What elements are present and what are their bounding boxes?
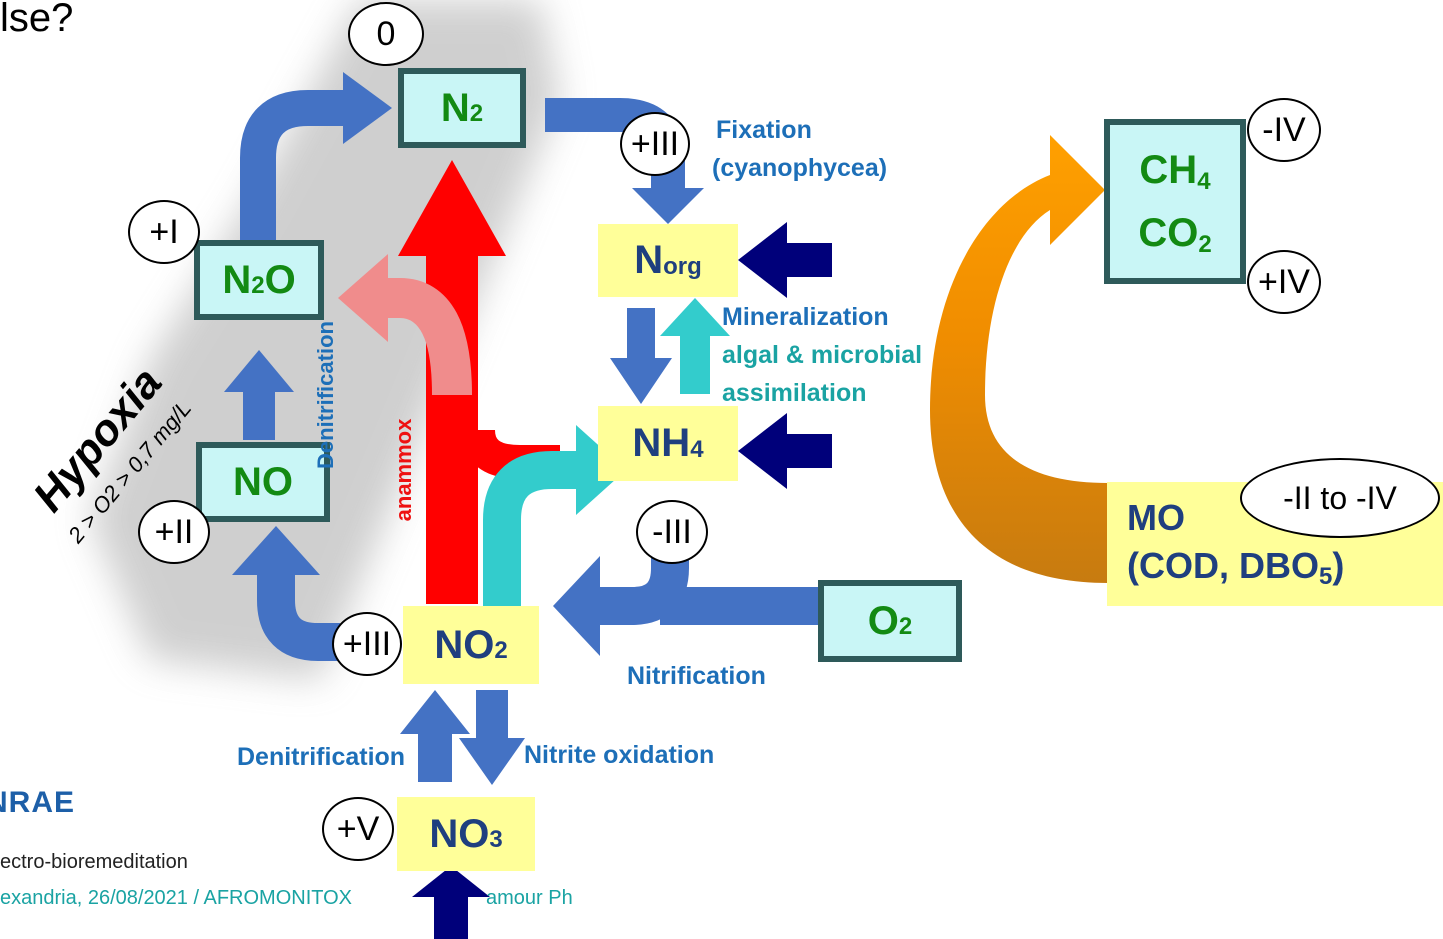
ox-state-no2: +III (332, 612, 402, 676)
ox-state-n2o: +I (128, 200, 200, 264)
mo-label: MO (1127, 496, 1185, 538)
arrow-no-to-n2o (243, 390, 275, 440)
arrow-n2o-to-n2 (240, 90, 345, 245)
arrow-head-no (232, 526, 320, 575)
label-algal-microbial: algal & microbial (722, 341, 923, 369)
arrow-nitrification (595, 540, 820, 625)
label-fixation: Fixation (716, 116, 812, 144)
label-nitrite-oxidation: Nitrite oxidation (524, 741, 715, 769)
label-anammox: anammox (391, 418, 416, 522)
ox-state-norg-input: +III (620, 112, 690, 176)
label-denitrification-vertical: Denitrification (313, 321, 338, 469)
arrow-head-nitrite-oxidation (459, 738, 525, 785)
arrow-head-n2o (224, 350, 294, 392)
arrow-no2-to-no (257, 572, 340, 661)
ch4-co2-box: CH4 CO2 (1104, 119, 1246, 284)
ch4-label: CH4 (1139, 147, 1211, 195)
ox-state-nh4: -III (636, 500, 708, 564)
footer-line-2-tail: amour Ph (486, 887, 573, 909)
no-box: NO (196, 442, 330, 522)
label-mineralization: Mineralization (722, 303, 889, 331)
arrow-mo-to-ch4 (930, 135, 1108, 583)
arrow-denitrification-pink (385, 278, 472, 396)
footer-line-2: exandria, 26/08/2021 / AFROMONITOX (0, 887, 353, 909)
arrow-head-pink (338, 254, 388, 342)
navy-input-no3-shaft (434, 895, 468, 939)
ox-state-co2: +IV (1247, 250, 1321, 314)
arrow-no2-to-no3 (476, 690, 508, 740)
arrow-no2-to-nh4 (483, 451, 578, 606)
navy-input-nh4-shaft (785, 434, 832, 468)
label-cyanophycea: (cyanophycea) (712, 154, 888, 182)
navy-input-norg-head (738, 222, 787, 298)
arrow-head-assimilation (660, 298, 730, 336)
arrow-head-norg (632, 188, 704, 224)
footer-line-1: ectro-bioremeditation (0, 851, 188, 873)
ox-state-no3: +V (322, 797, 394, 861)
arrow-head-n2 (343, 72, 392, 144)
label-denitrification: Denitrification (237, 743, 406, 771)
navy-input-no3-head (412, 866, 490, 897)
arrow-head-denit-up (400, 690, 470, 734)
ox-state-no: +II (138, 500, 210, 564)
inrae-logo: NRAE (0, 786, 76, 819)
label-nitrification: Nitrification (627, 662, 766, 690)
arrow-head-nh4 (610, 358, 672, 404)
ox-state-ch4: -IV (1247, 98, 1321, 162)
page-title-fragment: lse? (0, 0, 74, 40)
label-assimilation: assimilation (722, 379, 867, 407)
mo-detail: (COD, DBO5) (1127, 544, 1345, 590)
arrow-no3-to-no2 (418, 730, 452, 782)
navy-input-norg-shaft (785, 243, 832, 277)
arrow-nh4-to-norg (680, 334, 710, 394)
anammox-arrow-head (398, 160, 506, 256)
ox-state-n2: 0 (348, 2, 424, 66)
ox-state-mo: -II to -IV (1240, 458, 1440, 538)
arrow-head-no2 (553, 556, 600, 656)
arrow-norg-to-nh4 (627, 308, 655, 360)
navy-input-nh4-head (738, 413, 787, 489)
co2-label: CO2 (1138, 210, 1212, 258)
